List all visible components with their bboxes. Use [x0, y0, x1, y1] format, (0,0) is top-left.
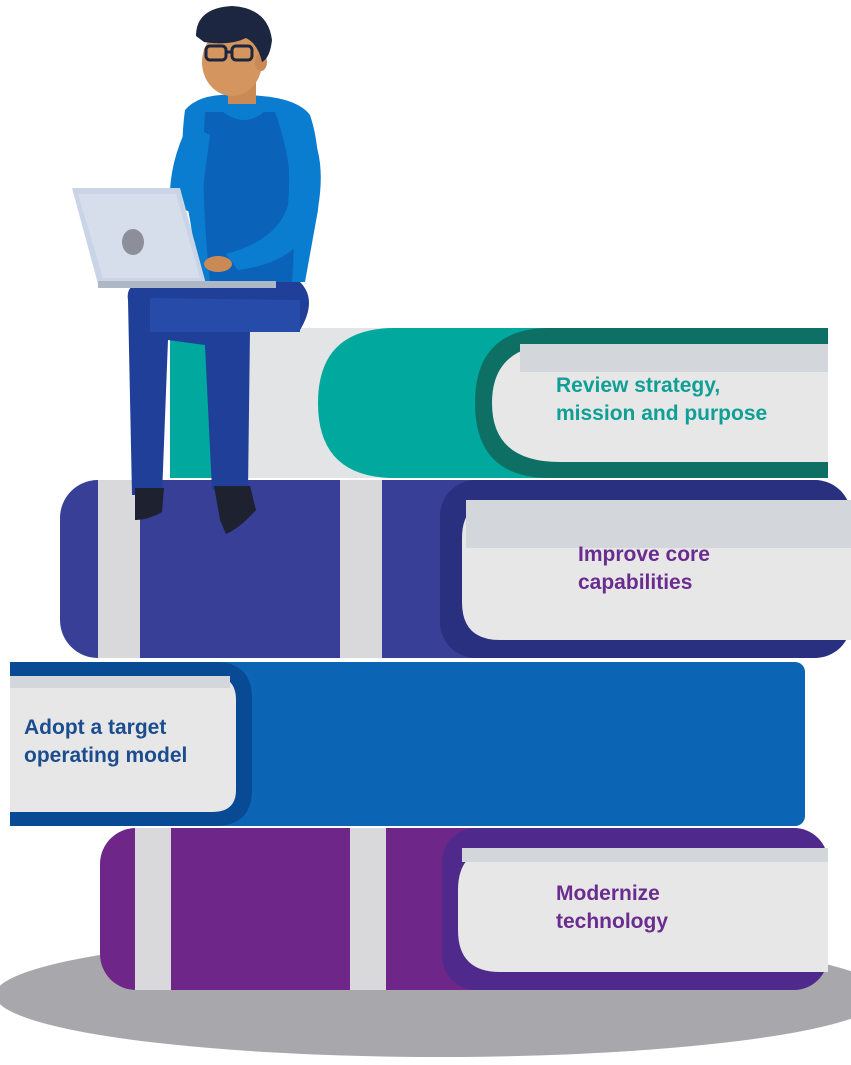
book-adopt-operating-model — [10, 662, 805, 826]
book-improve-core-capabilities — [60, 480, 851, 658]
label-improve-core-capabilities: Improve core capabilities — [578, 543, 710, 594]
person-with-laptop — [72, 6, 321, 534]
label-modernize-technology: Modernize technology — [556, 882, 669, 933]
label-adopt-operating-model: Adopt a target operating model — [24, 716, 188, 767]
book-modernize-technology — [100, 828, 828, 990]
label-review-strategy: Review strategy, mission and purpose — [556, 374, 768, 425]
book-review-strategy — [170, 328, 828, 478]
